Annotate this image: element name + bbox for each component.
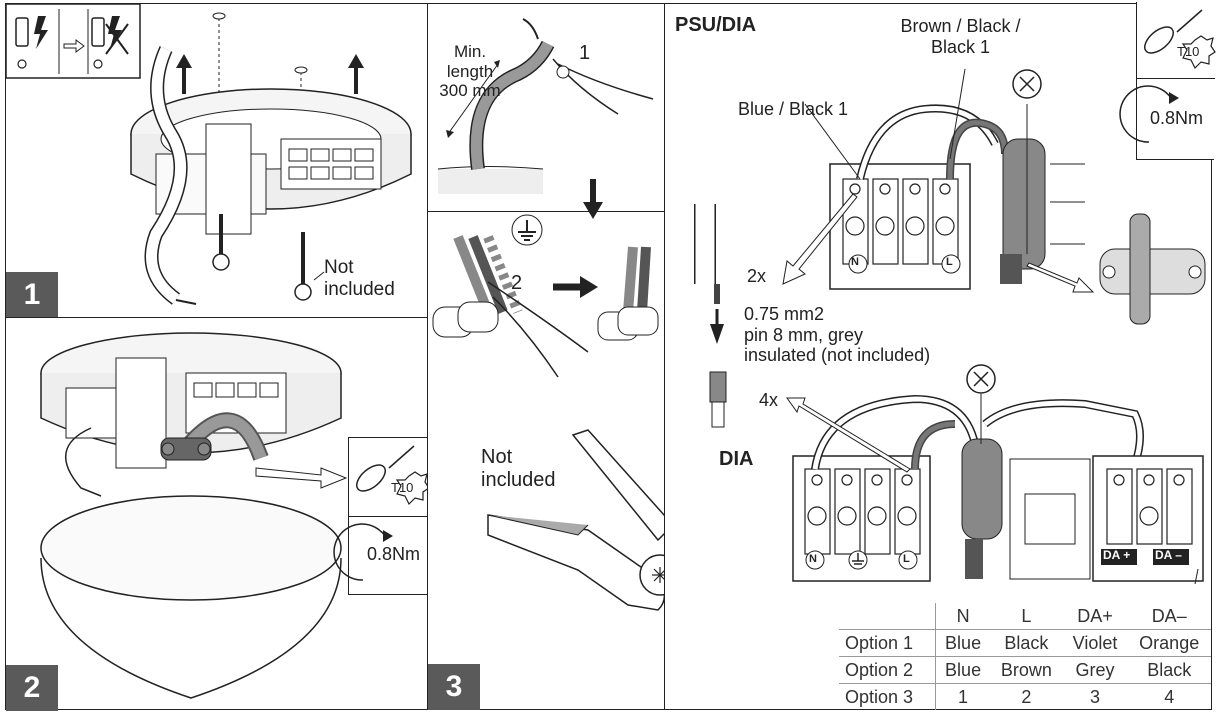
screw-icon [294,232,312,301]
table-cell: Black [1127,656,1211,684]
table-cell: 1 [935,683,991,710]
step-badge-2: 2 [6,665,58,711]
arrow-right-icon [553,276,598,298]
table-cell: Brown [990,656,1063,684]
table-cell: 4 [1127,683,1211,710]
table-cell [839,603,936,630]
torque-icon [333,523,393,581]
table-cell: Violet [1062,629,1128,657]
arrow-up-icon [348,54,364,94]
arrow-up-icon [176,54,192,94]
panel-step-3: Min. length 300 mm 1 2 [427,3,665,397]
torx-screwdriver-icon [356,445,430,506]
tool-spec-box-psu: T10 0.8Nm [1119,2,1216,160]
table-cell: Blue [935,629,991,657]
table-cell: N [956,605,970,626]
table-row: Option 3 1 2 3 4 [839,683,1211,710]
panel-step-1: Not included 1 [5,3,428,318]
table-row: Option 2 Blue Brown Grey Black [839,656,1211,684]
panel-step-2: T10 0.8Nm 2 [5,317,430,711]
dia-label: DIA [719,448,754,470]
table-cell: 2 [990,683,1063,710]
step-badge-3: 3 [428,664,480,710]
torque-icon [1119,85,1179,143]
cable-cutting-illustration [437,18,654,219]
earth-ground-icon [518,220,536,241]
table-cell: Blue [935,656,991,684]
wire-stripping-illustration [432,214,659,378]
panel-title: PSU/DIA [675,14,757,36]
table-cell: Option 2 [839,656,936,684]
min-length-label: Min. length 300 mm [439,42,501,101]
terminal-l-label-dia: L [903,553,910,565]
table-cell: Grey [1062,656,1128,684]
step-badge-1: 1 [6,272,58,318]
terminal-l-label: L [946,256,953,268]
terminal-n-label: N [851,256,859,268]
torx-label: T10 [391,480,414,495]
table-row: Option 1 Blue Black Violet Orange [839,629,1211,657]
terminal-da-minus-label: DA – [1155,548,1182,562]
table-cell: DA– [1151,605,1187,626]
psu-wiring-illustration [694,68,1206,585]
torque-label: 0.8Nm [367,544,421,564]
table-cell: Orange [1127,629,1211,657]
power-off-warning-icon [5,3,141,79]
table-cell: Option 1 [839,629,936,657]
table-cell: L [1021,605,1032,626]
table-cell: 3 [1062,683,1128,710]
panel-step-3-crimp: Not included 3 [427,395,681,710]
table-cell: DA+ [1077,605,1113,626]
arrow-down-icon [583,179,603,219]
ferrule-spec-label: 0.75 mm2 pin 8 mm, grey insulated (not i… [744,304,931,366]
count-4x-label: 4x [759,390,779,410]
torx-screwdriver-icon [1144,9,1216,70]
terminal-n-label-dia: N [809,553,817,565]
luminaire-mount-illustration [40,332,348,699]
torx-label-psu: T10 [1177,44,1200,59]
ceiling-base-illustration [130,12,412,305]
strip-step-number: 2 [511,272,523,294]
terminal-da-plus-label: DA + [1103,548,1131,562]
screw-icon [212,214,230,271]
brown-black-label: Brown / Black / Black 1 [900,16,1021,57]
arrow-down-icon [710,309,724,344]
table-cell: Black [990,629,1063,657]
not-included-label-crimp: Not included [481,446,556,491]
not-included-label: Not included [324,257,395,300]
tool-spec-box: T10 0.8Nm [333,437,430,595]
cut-step-number: 1 [579,42,591,64]
strip-wire-box: 2 [428,211,664,397]
table-cell: Option 3 [839,683,936,710]
panel-psu-dia: PSU/DIA Brown / Black / Black 1 Blue / B… [664,2,1216,710]
crimping-tool-illustration [487,429,681,611]
wire-options-table: N L DA+ DA– Option 1 Blue Black Violet O… [839,603,1211,710]
torque-label-psu: 0.8Nm [1150,108,1204,128]
table-header-row: N L DA+ DA– [839,603,1211,630]
blue-black-label: Blue / Black 1 [738,99,849,119]
count-2x-label: 2x [747,266,767,286]
